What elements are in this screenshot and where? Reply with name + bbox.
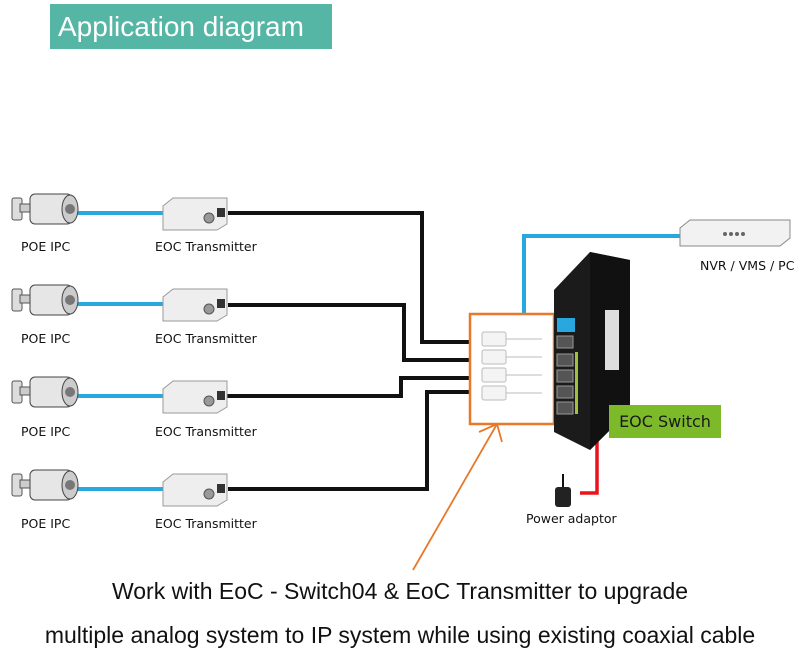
coax-cable-3 [226, 376, 475, 398]
coax-connector [481, 367, 507, 383]
coax-cable-2 [228, 303, 475, 362]
coax-connector [481, 385, 507, 401]
caption-line-1: Work with EoC - Switch04 & EoC Transmitt… [111, 578, 689, 604]
power-cable [580, 424, 599, 495]
nvr-icon [679, 219, 791, 247]
camera-label: POE IPC [21, 424, 71, 439]
diagram-title: Application diagram [50, 4, 332, 49]
camera-icon [11, 376, 79, 408]
transmitter-icon [162, 380, 228, 414]
pointer-arrow [412, 422, 503, 571]
coax-cable-1 [228, 211, 475, 344]
transmitter-label: EOC Transmitter [155, 516, 257, 531]
transmitter-label: EOC Transmitter [155, 239, 257, 254]
transmitter-icon [162, 473, 228, 507]
camera-label: POE IPC [21, 516, 71, 531]
coax-connector [481, 331, 507, 347]
ethernet-cable-nvr [522, 234, 682, 322]
power-adaptor-label: Power adaptor [526, 511, 617, 526]
transmitter-icon [162, 288, 228, 322]
camera-icons [11, 193, 79, 501]
camera-icon [11, 284, 79, 316]
coax-cables [226, 211, 475, 491]
nvr-label: NVR / VMS / PC [700, 258, 795, 273]
camera-label: POE IPC [21, 239, 71, 254]
caption-line-2: multiple analog system to IP system whil… [44, 622, 756, 648]
transmitter-label: EOC Transmitter [155, 424, 257, 439]
transmitter-icons [162, 197, 228, 507]
transmitter-icon [162, 197, 228, 231]
transmitter-label: EOC Transmitter [155, 331, 257, 346]
camera-icon [11, 469, 79, 501]
eoc-switch-label: EOC Switch [609, 405, 721, 438]
coax-cable-4 [228, 390, 475, 491]
camera-icon [11, 193, 79, 225]
coax-connectors [481, 331, 542, 401]
coax-connector [481, 349, 507, 365]
eoc-switch-icon [554, 252, 630, 450]
camera-label: POE IPC [21, 331, 71, 346]
power-adaptor-icon [555, 474, 571, 507]
